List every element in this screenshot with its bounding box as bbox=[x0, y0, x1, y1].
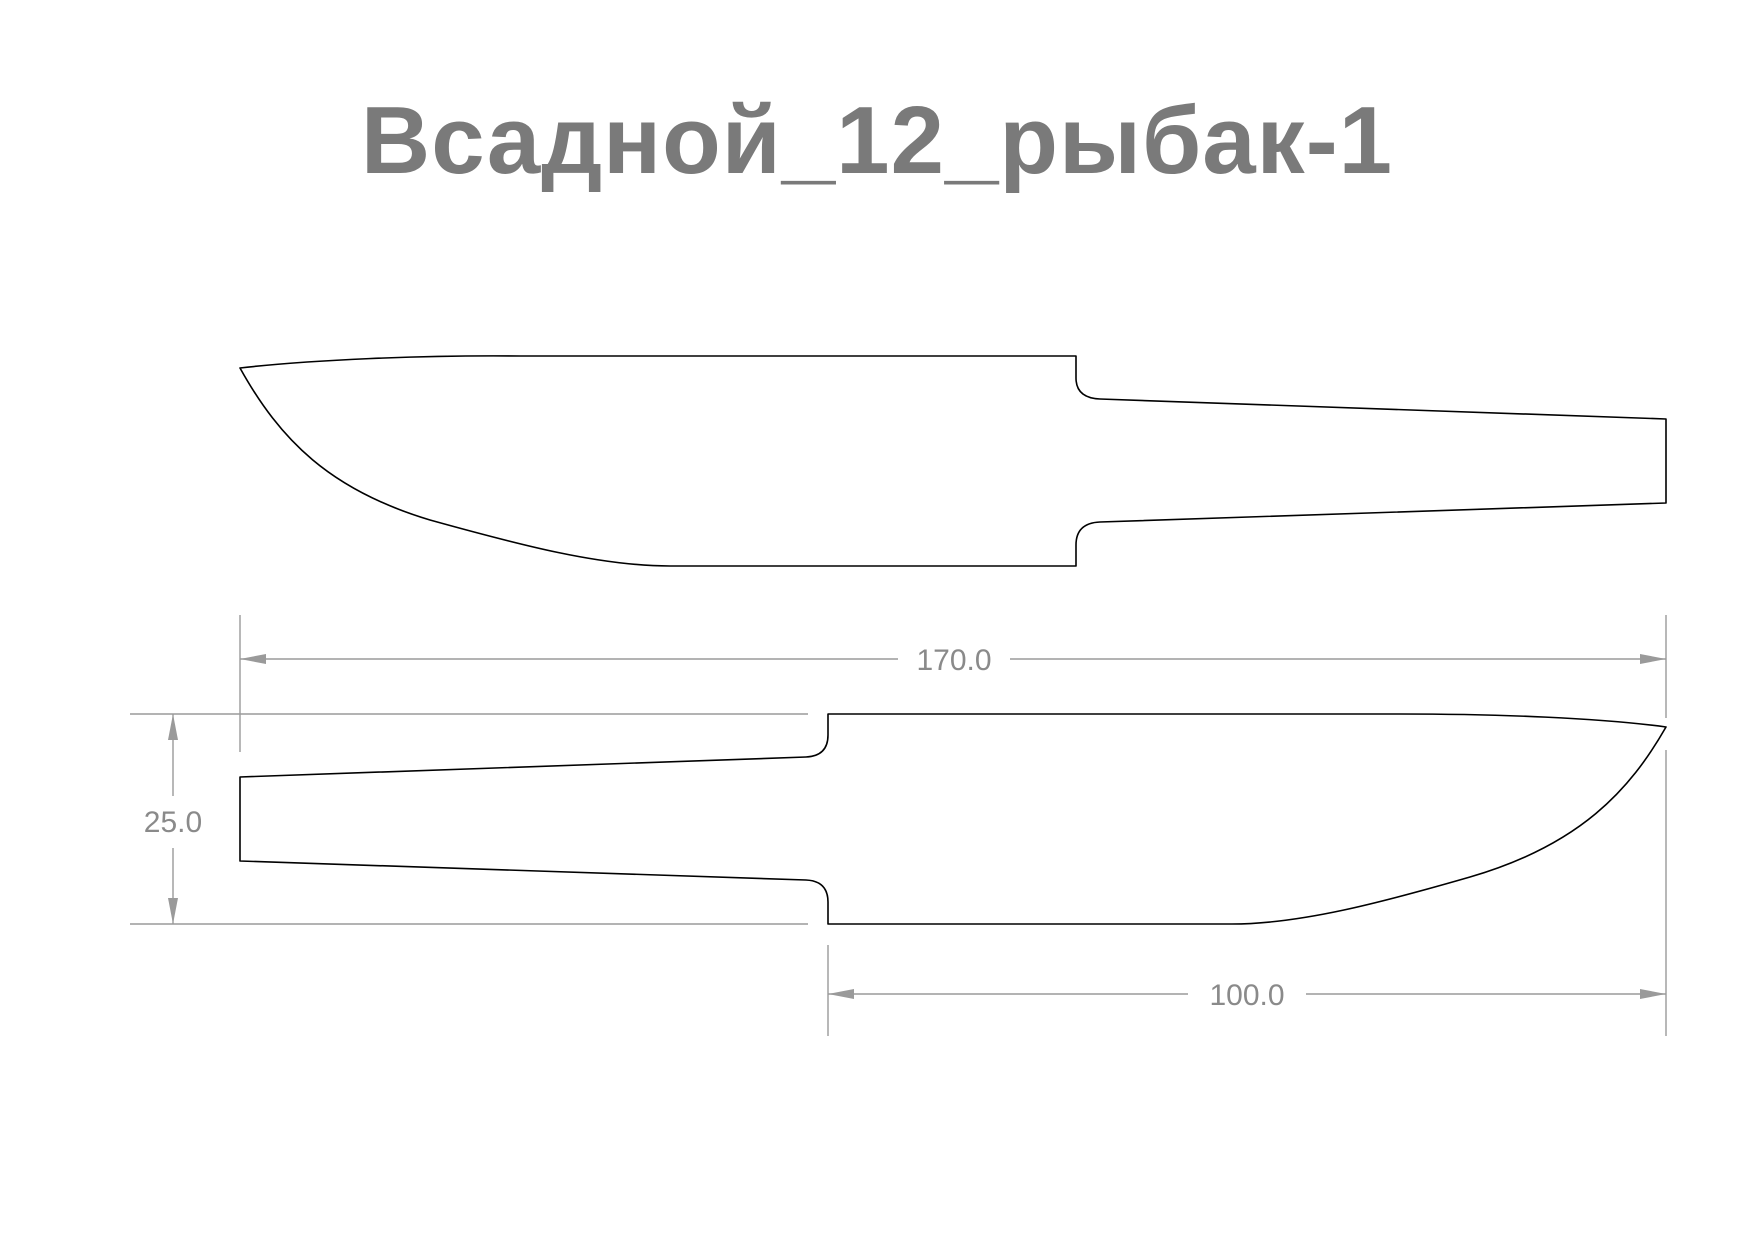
dimension-overall-length: 170.0 bbox=[239, 615, 1667, 752]
dimension-label-width: 25.0 bbox=[144, 806, 202, 839]
dimension-label-blade-length: 100.0 bbox=[1209, 979, 1284, 1012]
dimension-label-overall: 170.0 bbox=[916, 644, 991, 677]
dimension-blade-width: 25.0 bbox=[130, 713, 808, 925]
knife-outline-top bbox=[239, 355, 1667, 567]
knife-outline-bottom bbox=[239, 713, 1667, 925]
dimension-blade-length: 100.0 bbox=[827, 750, 1667, 1036]
page-title: Всадной_12_рыбак-1 bbox=[360, 87, 1394, 194]
